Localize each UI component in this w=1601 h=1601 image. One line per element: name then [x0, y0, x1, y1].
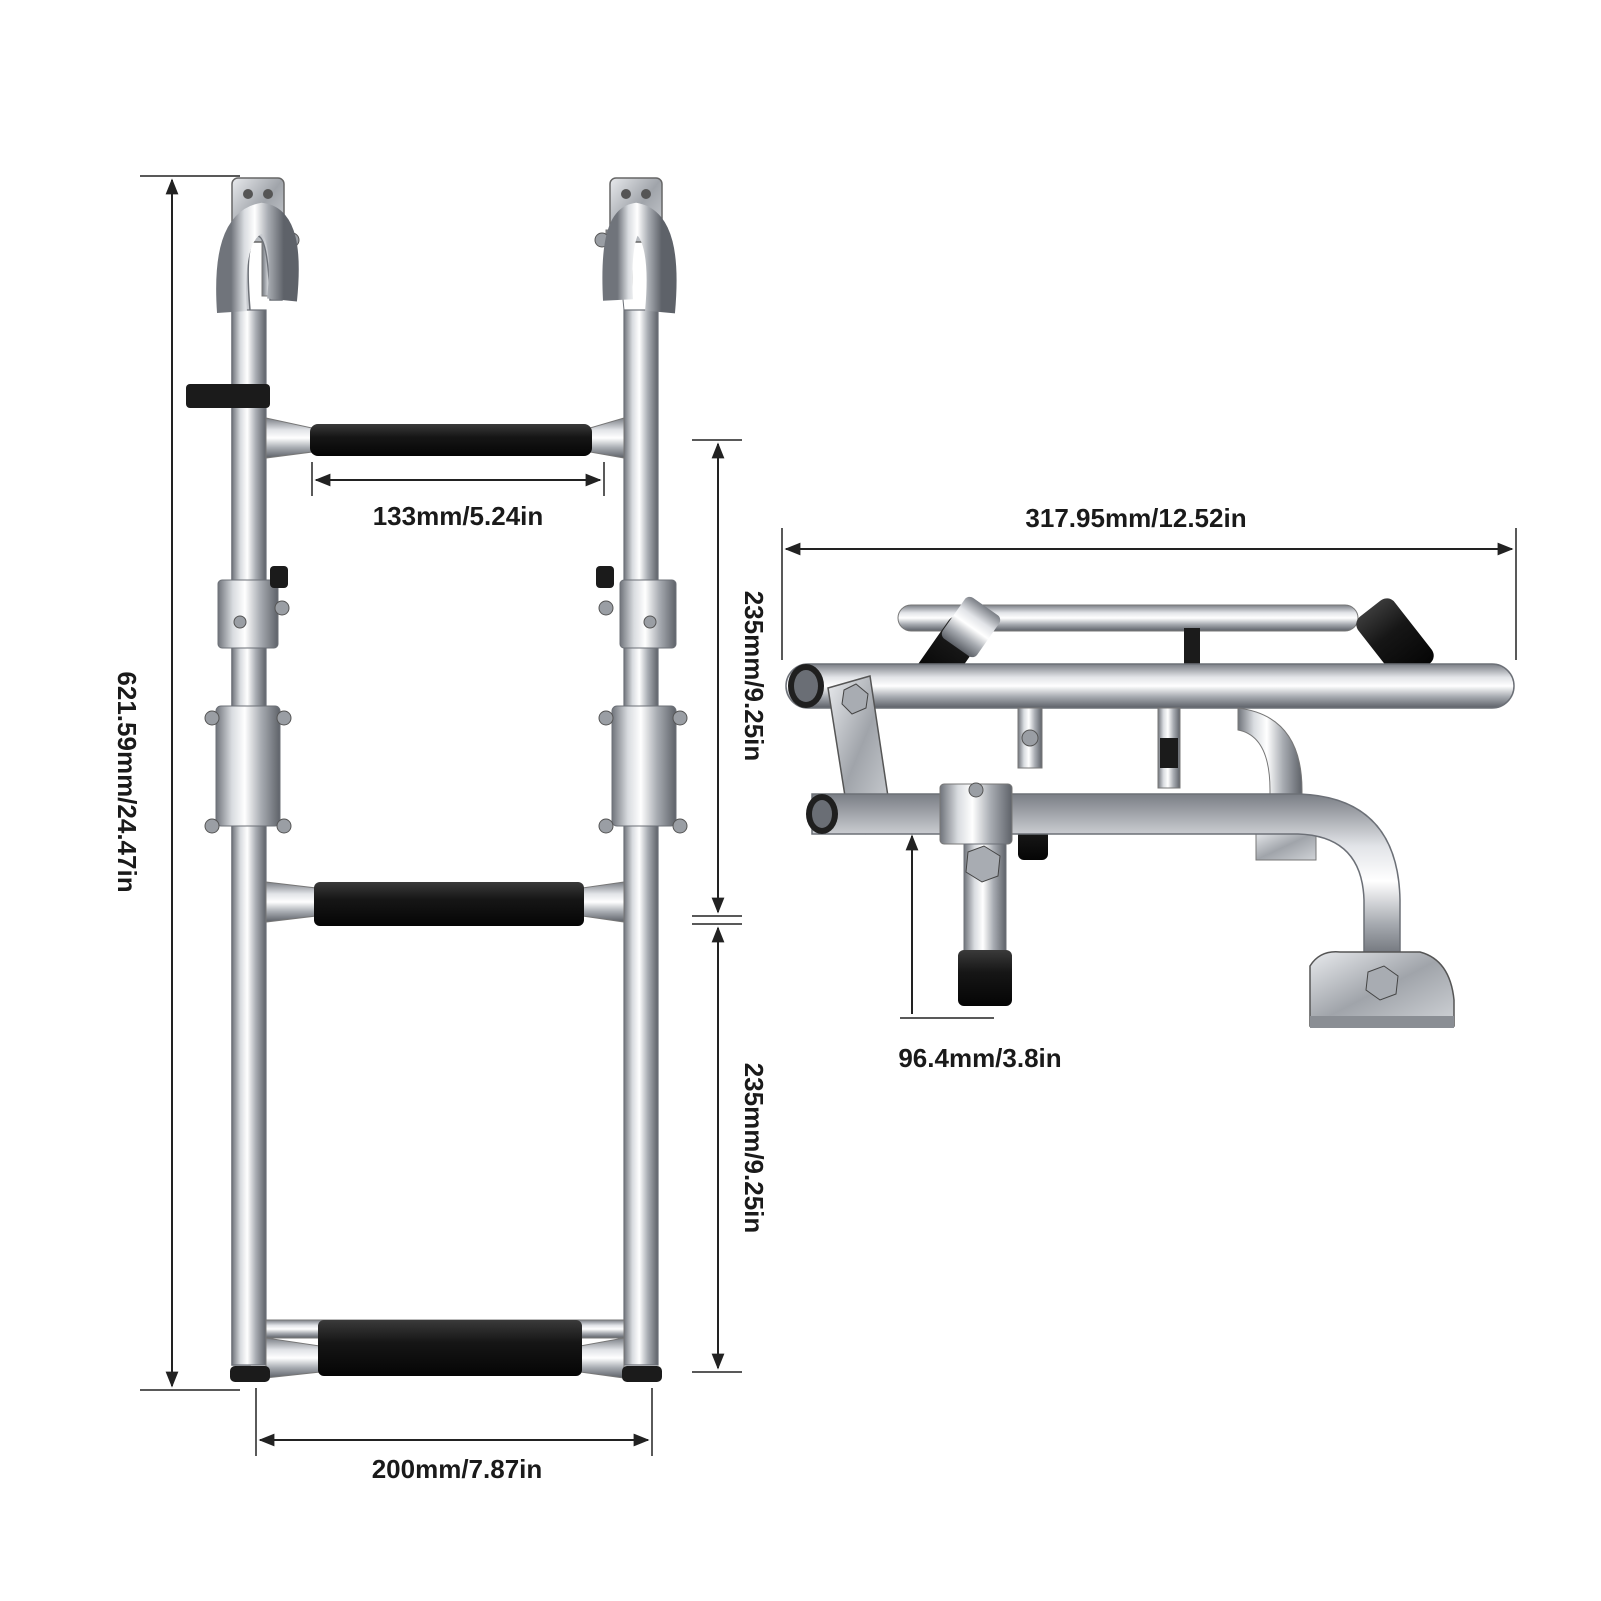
dim-folded-height: 96.4mm/3.8in [898, 834, 1062, 1073]
dim-step-spacing-lower: 235mm/9.25in [692, 923, 769, 1373]
folded-mount-plate [1309, 951, 1455, 1028]
ladder-width-label: 200mm/7.87in [372, 1454, 543, 1484]
step-spacing-upper-label: 235mm/9.25in [739, 591, 769, 762]
foot-cap-left [230, 1366, 270, 1382]
dim-step-width: 133mm/5.24in [311, 462, 605, 531]
folded-length-label: 317.95mm/12.52in [1025, 503, 1246, 533]
dim-total-height: 621.59mm/24.47in [112, 175, 240, 1391]
hinge-clamp-right-lower [598, 705, 688, 834]
folded-ladder [785, 596, 1515, 1028]
dim-step-spacing-upper: 235mm/9.25in [692, 439, 769, 917]
dim-ladder-width: 200mm/7.87in [255, 1388, 653, 1484]
step-width-label: 133mm/5.24in [373, 501, 544, 531]
folded-height-label: 96.4mm/3.8in [898, 1043, 1061, 1073]
step-bottom [265, 1319, 625, 1379]
unfolded-ladder [186, 177, 688, 1382]
rail-clip [186, 384, 270, 408]
step-middle [265, 881, 625, 926]
hinge-clamp-left-upper [217, 566, 290, 649]
step-spacing-lower-label: 235mm/9.25in [739, 1063, 769, 1234]
hinge-clamp-right-upper [596, 566, 677, 649]
dim-folded-length: 317.95mm/12.52in [781, 503, 1517, 660]
step-top [265, 417, 625, 459]
folded-step-back-right [1356, 598, 1434, 682]
total-height-label: 621.59mm/24.47in [112, 671, 142, 892]
foot-cap-right [622, 1366, 662, 1382]
hinge-clamp-left-lower [204, 705, 292, 834]
